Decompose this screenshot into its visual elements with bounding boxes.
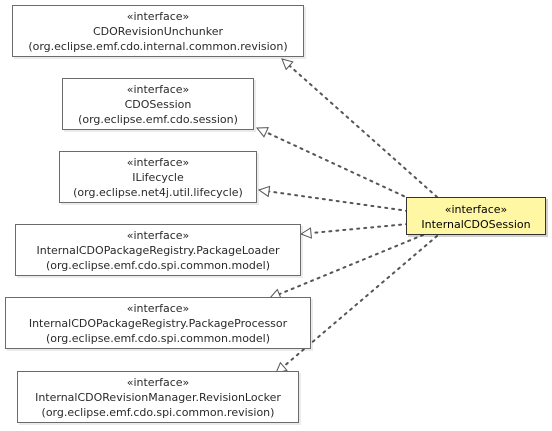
node-stereotype: «interface» <box>126 376 190 389</box>
node-title: CDORevisionUnchunker <box>92 25 224 38</box>
node-package: (org.eclipse.emf.cdo.spi.common.model) <box>45 332 271 345</box>
node-stereotype: «interface» <box>126 156 190 169</box>
node-cdo-session[interactable]: «interface» CDOSession (org.eclipse.emf.… <box>62 78 254 130</box>
node-title: InternalCDOPackageRegistry.PackageLoader <box>36 244 280 257</box>
node-title: InternalCDOPackageRegistry.PackageProces… <box>28 317 288 330</box>
node-title: ILifecycle <box>132 171 184 184</box>
realization-edge <box>288 64 438 198</box>
node-package: (org.eclipse.emf.cdo.internal.common.rev… <box>28 40 288 53</box>
node-revision-locker[interactable]: «interface» InternalCDORevisionManager.R… <box>17 371 299 423</box>
node-title: InternalCDORevisionManager.RevisionLocke… <box>35 391 281 404</box>
node-title: CDOSession <box>124 98 192 111</box>
node-title: InternalCDOSession <box>421 218 531 231</box>
realization-arrowhead <box>299 227 312 239</box>
realization-edge <box>265 131 424 206</box>
node-ilifecycle[interactable]: «interface» ILifecycle (org.eclipse.net4… <box>59 151 257 203</box>
realization-arrowhead <box>255 127 269 138</box>
realization-arrowhead <box>281 58 294 71</box>
realization-edge <box>278 234 424 296</box>
node-package: (org.eclipse.net4j.util.lifecycle) <box>73 186 243 199</box>
node-package: (org.eclipse.emf.cdo.spi.common.model) <box>45 259 271 272</box>
node-package: (org.eclipse.emf.cdo.spi.common.revision… <box>41 406 275 419</box>
node-stereotype: «interface» <box>126 229 190 242</box>
realization-edge <box>309 223 409 235</box>
node-package: (org.eclipse.emf.cdo.session) <box>78 113 238 126</box>
realization-edge <box>267 190 409 212</box>
node-stereotype: «interface» <box>126 302 190 315</box>
node-stereotype: «interface» <box>126 83 190 96</box>
node-stereotype: «interface» <box>444 203 508 216</box>
node-internal-cdo-session[interactable]: «interface» InternalCDOSession <box>406 197 546 235</box>
node-package-loader[interactable]: «interface» InternalCDOPackageRegistry.P… <box>15 224 301 276</box>
realization-arrowhead <box>257 185 271 198</box>
node-package-processor[interactable]: «interface» InternalCDOPackageRegistry.P… <box>5 297 311 349</box>
node-cdo-revision-unchunker[interactable]: «interface» CDORevisionUnchunker (org.ec… <box>12 5 304 57</box>
node-stereotype: «interface» <box>126 10 190 23</box>
